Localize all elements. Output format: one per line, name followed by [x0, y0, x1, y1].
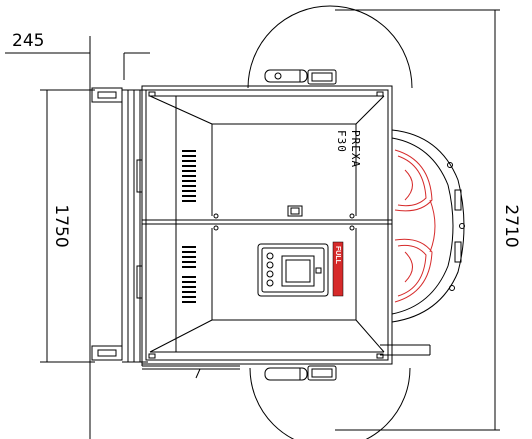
brand-logo: FULL — [332, 241, 344, 297]
bottom-rail — [141, 344, 431, 379]
control-button-2 — [266, 261, 274, 269]
dimension-width-label: 1750 — [51, 204, 71, 247]
model-number: F30 — [335, 130, 348, 153]
model-name: PREXA — [349, 130, 362, 168]
left-frame — [91, 87, 148, 363]
vent-grille-bottom — [182, 246, 196, 303]
door-swing-top — [247, 5, 413, 89]
dimension-width: 1750 — [40, 89, 95, 363]
handle-bottom — [264, 365, 337, 381]
control-button-3 — [266, 270, 274, 278]
display-screen — [281, 255, 315, 287]
dimension-offset: 245 — [5, 31, 150, 80]
door-swing-bottom — [249, 367, 411, 439]
dimension-length-label: 2710 — [501, 204, 521, 247]
drum-seal-red — [394, 149, 436, 303]
handle-top — [264, 69, 337, 85]
dimension-offset-label: 245 — [12, 31, 44, 51]
dimension-length: 2710 — [335, 9, 521, 431]
control-button-1 — [266, 252, 274, 260]
drum-assembly — [391, 129, 465, 323]
control-panel — [257, 243, 329, 297]
control-button-4 — [266, 279, 274, 287]
vent-grille-top — [182, 150, 196, 202]
machine-body — [141, 85, 393, 365]
brand-logo-text: FULL — [334, 246, 341, 265]
model-label: PREXA F30 — [335, 130, 362, 168]
